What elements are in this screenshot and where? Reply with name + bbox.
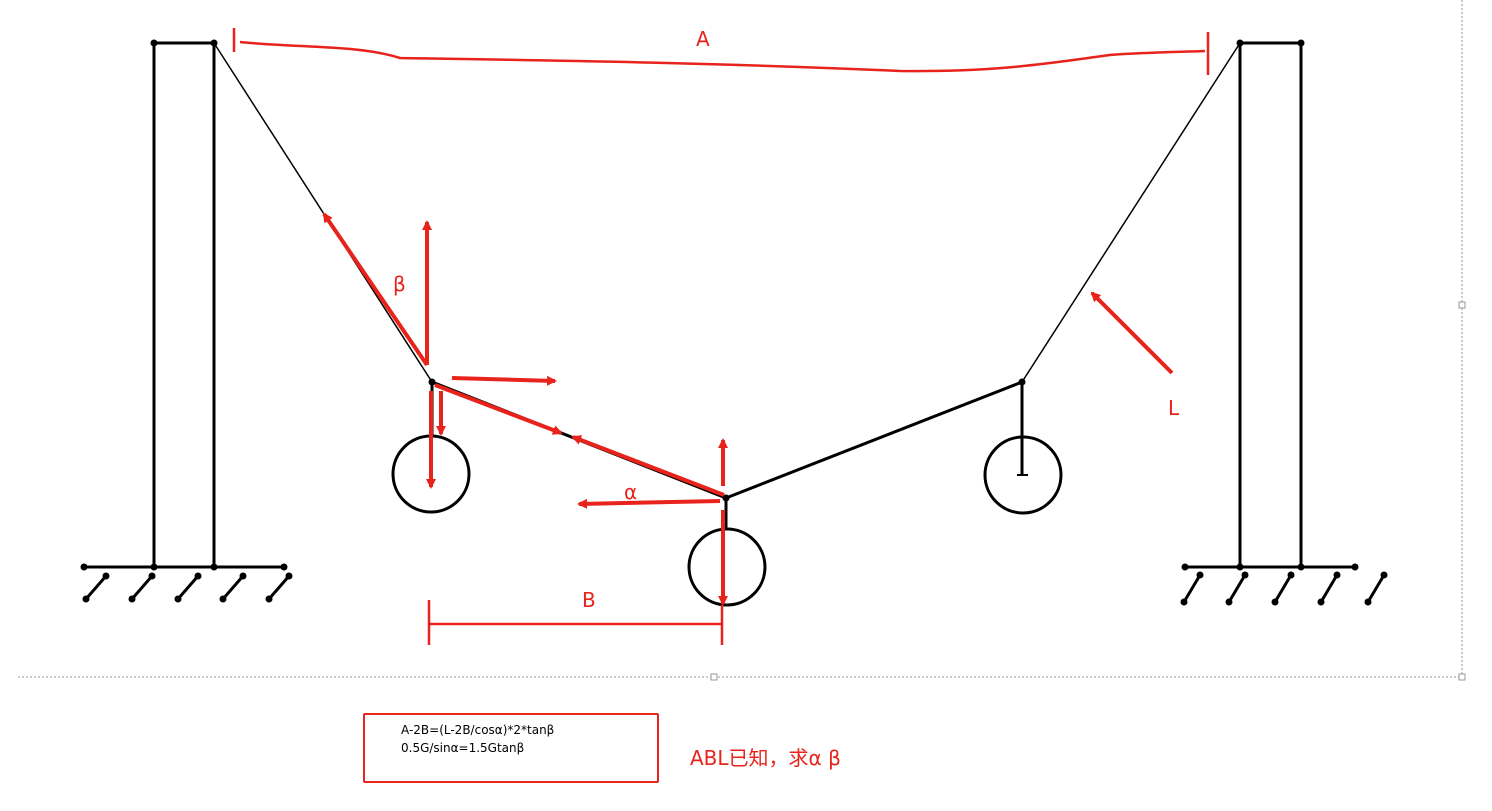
tension-arrow-along-rope bbox=[434, 383, 563, 435]
label-beta: β bbox=[393, 272, 406, 296]
label-l: L bbox=[1168, 396, 1180, 420]
question-text: ABL已知，求α β bbox=[690, 746, 841, 770]
left-pillar-joints bbox=[80, 39, 293, 603]
right-pillar-joints bbox=[1180, 39, 1388, 606]
dimension-b bbox=[427, 600, 724, 645]
rope bbox=[213, 42, 1241, 500]
center-weight bbox=[687, 498, 767, 607]
dimension-a bbox=[232, 28, 1210, 75]
selection-handle[interactable] bbox=[710, 673, 718, 681]
label-b: B bbox=[582, 588, 596, 612]
formula-line-1: A-2B=(L-2B/cosα)*2*tanβ bbox=[401, 723, 555, 737]
force-arrows bbox=[322, 212, 1174, 606]
tension-arrow-upper-rope bbox=[322, 212, 429, 367]
label-alpha: α bbox=[624, 480, 637, 504]
horizontal-arrow-right bbox=[451, 375, 557, 386]
horizontal-arrow-left bbox=[577, 498, 721, 509]
right-weight bbox=[983, 382, 1063, 515]
tension-arrow-rope-reverse bbox=[571, 435, 725, 497]
formula-box: A-2B=(L-2B/cosα)*2*tanβ 0.5G/sinα=1.5Gta… bbox=[363, 713, 659, 783]
selection-handle[interactable] bbox=[1458, 301, 1466, 309]
left-ground-hatch bbox=[84, 575, 291, 600]
right-pillar bbox=[1185, 41, 1355, 569]
pointer-arrow-l bbox=[1090, 291, 1174, 375]
page-boundary bbox=[18, 0, 1463, 678]
label-a: A bbox=[696, 27, 710, 51]
selection-handle[interactable] bbox=[1458, 673, 1466, 681]
formula-line-2: 0.5G/sinα=1.5Gtanβ bbox=[401, 741, 525, 755]
left-pillar bbox=[84, 41, 284, 569]
right-ground-hatch bbox=[1182, 574, 1386, 603]
rope-joints bbox=[428, 378, 1026, 502]
